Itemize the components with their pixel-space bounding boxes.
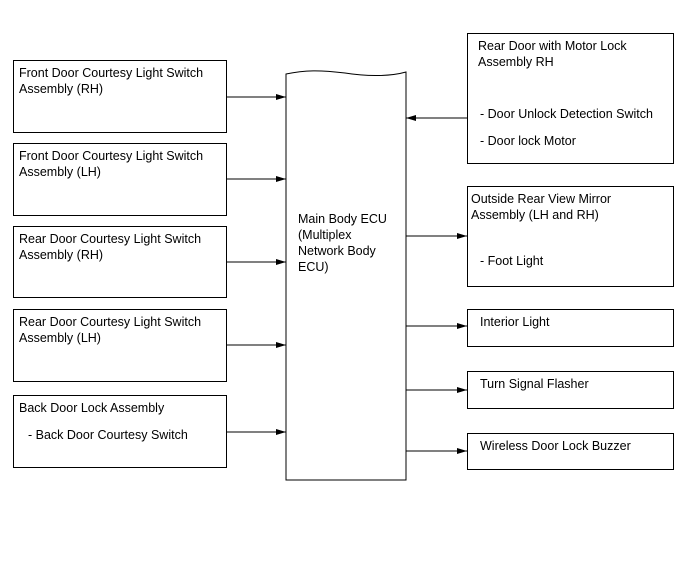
output-box-mirror: Outside Rear View Mirror Assembly (LH an… [467, 186, 674, 287]
input-box-front-lh: Front Door Courtesy Light Switch Assembl… [13, 143, 227, 216]
rear-door-box: Rear Door with Motor Lock Assembly RH - … [467, 33, 674, 164]
input-box-title: Back Door Lock Assembly [19, 401, 165, 415]
input-box-back-door: Back Door Lock Assembly - Back Door Cour… [13, 395, 227, 468]
input-box-title: Rear Door Courtesy Light Switch Assembly… [19, 232, 202, 262]
output-box-title: Turn Signal Flasher [480, 377, 589, 391]
input-box-title: Front Door Courtesy Light Switch Assembl… [19, 66, 204, 96]
input-box-sub: - Back Door Courtesy Switch [28, 428, 188, 442]
output-box-title: Outside Rear View Mirror Assembly (LH an… [471, 192, 612, 222]
ecu-block [285, 70, 407, 481]
ecu-label: Main Body ECU (Multiplex Network Body EC… [298, 212, 387, 274]
output-box-sub: - Foot Light [480, 254, 544, 268]
input-box-rear-lh: Rear Door Courtesy Light Switch Assembly… [13, 309, 227, 382]
rear-door-sub-2: - Door lock Motor [480, 134, 576, 148]
rear-door-title: Rear Door with Motor Lock Assembly RH [478, 39, 627, 69]
output-box-title: Wireless Door Lock Buzzer [480, 439, 631, 453]
input-box-front-rh: Front Door Courtesy Light Switch Assembl… [13, 60, 227, 133]
output-box-interior-light: Interior Light [467, 309, 674, 347]
rear-door-sub-1: - Door Unlock Detection Switch [480, 107, 653, 121]
output-box-title: Interior Light [480, 315, 550, 329]
input-box-title: Front Door Courtesy Light Switch Assembl… [19, 149, 204, 179]
output-box-turn-signal: Turn Signal Flasher [467, 371, 674, 409]
input-box-rear-rh: Rear Door Courtesy Light Switch Assembly… [13, 226, 227, 298]
output-box-buzzer: Wireless Door Lock Buzzer [467, 433, 674, 470]
input-box-title: Rear Door Courtesy Light Switch Assembly… [19, 315, 202, 345]
